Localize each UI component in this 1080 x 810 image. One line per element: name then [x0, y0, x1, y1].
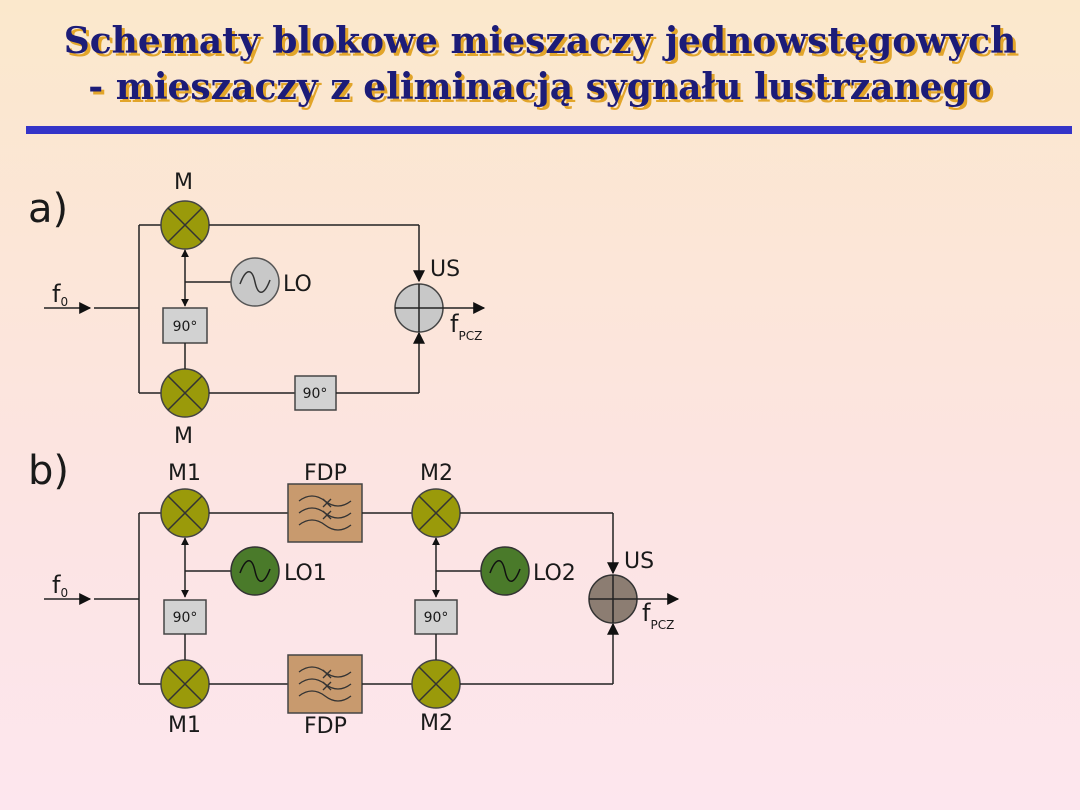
b-mixer1-top	[160, 488, 210, 538]
b-filter-top-label: FDP	[304, 461, 347, 486]
b-summer-label: US	[624, 549, 654, 574]
diagram-b: b) f0 M1 M1 LO1 90° FDP FDP M2	[28, 448, 680, 739]
diagram-b-label: b)	[28, 448, 69, 494]
b-mixer2-top-label: M2	[420, 461, 453, 486]
a-mixer-bottom	[160, 368, 210, 418]
a-oscillator-label: LO	[283, 272, 312, 297]
sine-wave-icon	[489, 560, 521, 582]
title-line-1: Schematy blokowe mieszaczy jednowstęgowy…	[63, 20, 1017, 62]
b-filter-bottom	[287, 654, 363, 714]
b-mixer2-top	[411, 488, 461, 538]
b-oscillator-2-label: LO2	[533, 561, 576, 586]
a-phase-shifter-1-label: 90°	[173, 319, 198, 335]
a-summer-label: US	[430, 257, 460, 282]
slide-title: Schematy blokowe mieszaczy jednowstęgowy…	[0, 18, 1080, 110]
b-mixer1-bottom-label: M1	[168, 713, 201, 738]
sine-wave-icon	[239, 271, 271, 293]
b-filter-top	[287, 483, 363, 543]
diagram-a-label: a)	[28, 186, 68, 232]
a-input-label: f0	[52, 280, 68, 309]
b-mixer2-bottom-label: M2	[420, 711, 453, 736]
b-mixer1-bottom	[160, 659, 210, 709]
a-output-label: fPCZ	[450, 310, 482, 343]
title-underline	[26, 126, 1072, 134]
b-mixer1-top-label: M1	[168, 461, 201, 486]
b-output-label: fPCZ	[642, 599, 674, 632]
a-mixer-bottom-label: M	[174, 424, 193, 449]
title-line-2: - mieszaczy z eliminacją sygnału lustrza…	[88, 66, 992, 108]
diagram-a: a) f0 M M LO 90° 90°	[28, 170, 486, 449]
b-oscillator-1-label: LO1	[284, 561, 327, 586]
b-phase-shifter-2-label: 90°	[424, 610, 449, 626]
a-phase-shifter-1	[162, 307, 208, 344]
sine-wave-icon	[239, 560, 271, 582]
b-phase-shifter-1-label: 90°	[173, 610, 198, 626]
a-phase-shifter-2-label: 90°	[303, 386, 328, 402]
b-phase-shifter-1	[163, 599, 207, 635]
b-mixer2-bottom	[411, 659, 461, 709]
a-mixer-top	[160, 200, 210, 250]
a-mixer-top-label: M	[174, 170, 193, 195]
b-input-label: f0	[52, 571, 68, 600]
b-filter-bottom-label: FDP	[304, 714, 347, 739]
b-phase-shifter-2	[414, 599, 458, 635]
